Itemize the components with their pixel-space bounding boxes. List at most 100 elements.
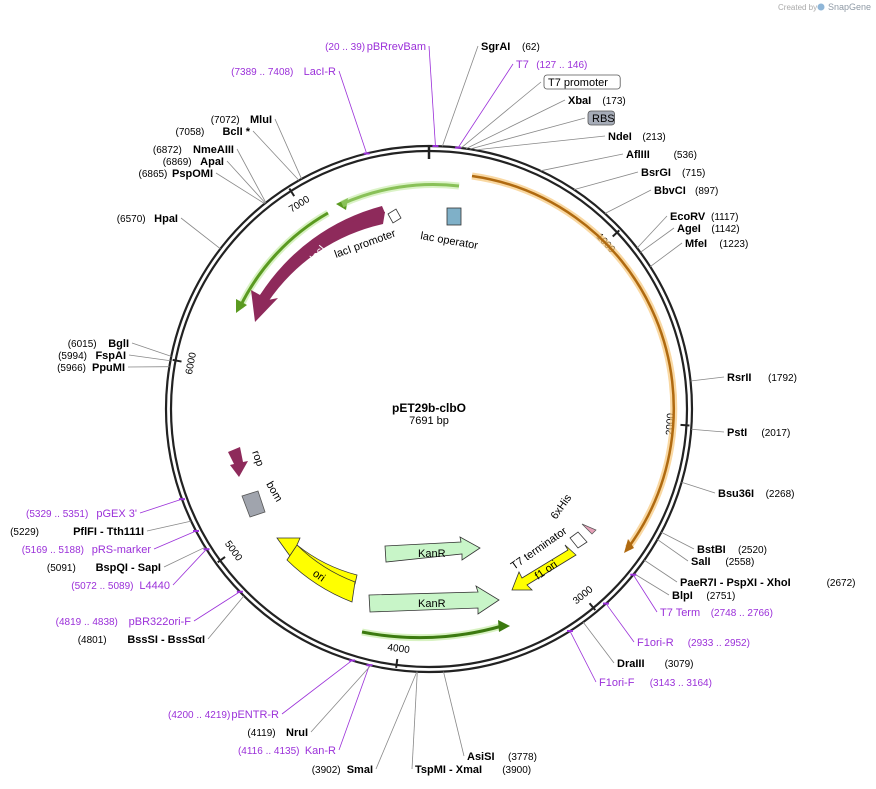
- bom-label: bom: [263, 480, 284, 505]
- tick-mark-1000: [612, 229, 620, 238]
- site-pos-pgex-3-: (5329 .. 5351): [26, 509, 88, 520]
- site-pos-nrui: (4119): [247, 728, 275, 739]
- connector-line: [131, 342, 172, 357]
- plasmid-name: pET29b-clbO: [392, 401, 466, 415]
- tick-label-3000: 3000: [571, 584, 595, 607]
- orf-bottom-green-arrowhead: [498, 620, 510, 632]
- site-name-afliii: AflIII: [626, 149, 650, 161]
- site-name-rsrii: RsrII: [727, 372, 751, 384]
- connector-line: [443, 671, 465, 757]
- connector-line: [465, 99, 566, 149]
- connector-line: [441, 45, 479, 147]
- site-label-15: BstBI(2520): [661, 531, 767, 556]
- connector-line: [604, 189, 652, 214]
- site-name-paer7i-pspxi-xhoi: PaeR7I - PspXI - XhoI: [680, 577, 791, 589]
- snapgene-logo-icon: [817, 3, 825, 11]
- connector-line: [636, 215, 668, 249]
- connector-line: [207, 595, 245, 640]
- site-name-bcli-: BclI *: [222, 126, 250, 138]
- feature-box-t7-promoter: [543, 74, 621, 90]
- tick-label-7000: 7000: [287, 194, 312, 215]
- site-name-sgrai: SgrAI: [481, 41, 510, 53]
- site-label-25: SmaI(3902): [312, 671, 418, 776]
- site-name-asisi: AsiSI: [467, 751, 495, 763]
- site-labels: SgrAI(62)T7(127 .. 146)T7 promoterXbaI(1…: [10, 41, 855, 776]
- connector-line: [640, 227, 675, 253]
- site-name-psti: PstI: [727, 427, 747, 439]
- connector-line: [236, 148, 267, 203]
- site-name-fspai: FspAI: [95, 350, 126, 362]
- site-label-45: LacI-R(7389 .. 7408): [231, 66, 370, 155]
- site-name-apai: ApaI: [200, 156, 224, 168]
- site-label-5: NdeI(213): [474, 131, 666, 151]
- lac-operator-box: [446, 207, 462, 226]
- site-pos-bbvci: (897): [695, 186, 718, 197]
- site-label-33: pRS-marker(5169 .. 5188): [22, 529, 199, 556]
- connector-line: [633, 573, 670, 596]
- site-label-44: MluI(7072): [211, 114, 302, 180]
- connector-line: [215, 172, 265, 204]
- kanr-label-top: KanR: [418, 548, 446, 560]
- site-label-4: RBS: [469, 110, 616, 150]
- site-pos-ppumi: (5966): [57, 363, 86, 374]
- connector-line: [252, 130, 300, 181]
- site-pos-pbrrevbam: (20 .. 39): [325, 42, 365, 53]
- orf-orange-arrow: [471, 174, 675, 549]
- tick-mark-6000: [172, 358, 182, 363]
- site-name-mlui: MluI: [250, 114, 272, 126]
- connector-line: [146, 520, 192, 532]
- site-name-pgex-3-: pGEX 3': [96, 508, 137, 520]
- site-name-pspomi: PspOMI: [172, 168, 213, 180]
- lacI-arrow-body: [260, 212, 385, 302]
- site-pos-ndei: (213): [642, 132, 665, 143]
- site-label-41: ApaI(6869): [163, 156, 266, 204]
- site-pos-blpi: (2751): [706, 591, 735, 602]
- connector-line: [540, 153, 624, 172]
- connector-line: [691, 428, 725, 433]
- site-label-38: BglI(6015): [68, 338, 172, 357]
- site-label-19: T7 Term(2748 .. 2766): [630, 573, 773, 619]
- feature-name-t7-promoter: T7 promoter: [548, 77, 608, 89]
- connector-line: [153, 530, 197, 550]
- site-pos-pentr-r: (4200 .. 4219): [168, 710, 230, 721]
- site-name-kan-r: Kan-R: [305, 745, 336, 757]
- site-pos-paer7i-pspxi-xhoi: (2672): [827, 578, 856, 589]
- tick-label-4000: 4000: [387, 642, 411, 656]
- site-label-1: T7(127 .. 146): [455, 59, 587, 149]
- site-name-prs-marker: pRS-marker: [92, 544, 152, 556]
- orf-orange-arrowhead: [624, 539, 634, 553]
- connector-line: [375, 671, 418, 770]
- site-name-nmeaiii: NmeAIII: [193, 144, 234, 156]
- site-pos-bsssi-bsss-i: (4801): [78, 635, 107, 646]
- feature-name-rbs: RBS: [592, 113, 615, 125]
- site-pos-pbr322ori-f: (4819 .. 4838): [56, 617, 118, 628]
- lacI-promoter-box: [387, 208, 402, 224]
- connector-line: [474, 135, 606, 151]
- site-label-2: T7 promoter: [460, 74, 621, 149]
- site-label-17: PaeR7I - PspXI - XhoI (2672): [644, 559, 856, 589]
- site-pos-tspmi-xmai: (3900): [502, 765, 531, 776]
- site-label-12: RsrII (1792): [690, 372, 797, 384]
- site-pos-rsrii: (1792): [768, 373, 797, 384]
- site-label-11: MfeI(1223): [649, 238, 748, 268]
- connector-line: [460, 81, 542, 149]
- tick-label-5000: 5000: [222, 539, 244, 564]
- connector-line: [172, 548, 207, 586]
- feature-box-rbs: [587, 110, 616, 126]
- connector-line: [128, 354, 171, 362]
- site-pos-bsrgi: (715): [682, 168, 705, 179]
- site-pos-nmeaiii: (6872): [153, 145, 182, 156]
- site-label-32: BspQI - SapI(5091): [47, 546, 206, 574]
- site-name-sali: SalI: [691, 556, 711, 568]
- site-name-mfei: MfeI: [685, 238, 707, 250]
- plasmid-length: 7691 bp: [409, 415, 449, 427]
- site-pos-hpai: (6570): [117, 214, 146, 225]
- site-name-ppumi: PpuMI: [92, 362, 125, 374]
- rop-label: rop: [249, 449, 266, 468]
- site-label-16: SalI(2558): [657, 539, 754, 568]
- site-label-36: PpuMI (5966): [57, 362, 170, 374]
- f1-ori-arrow: [511, 544, 577, 591]
- site-pos-pspomi: (6865): [138, 169, 167, 180]
- site-label-18: BlpI(2751): [633, 573, 735, 602]
